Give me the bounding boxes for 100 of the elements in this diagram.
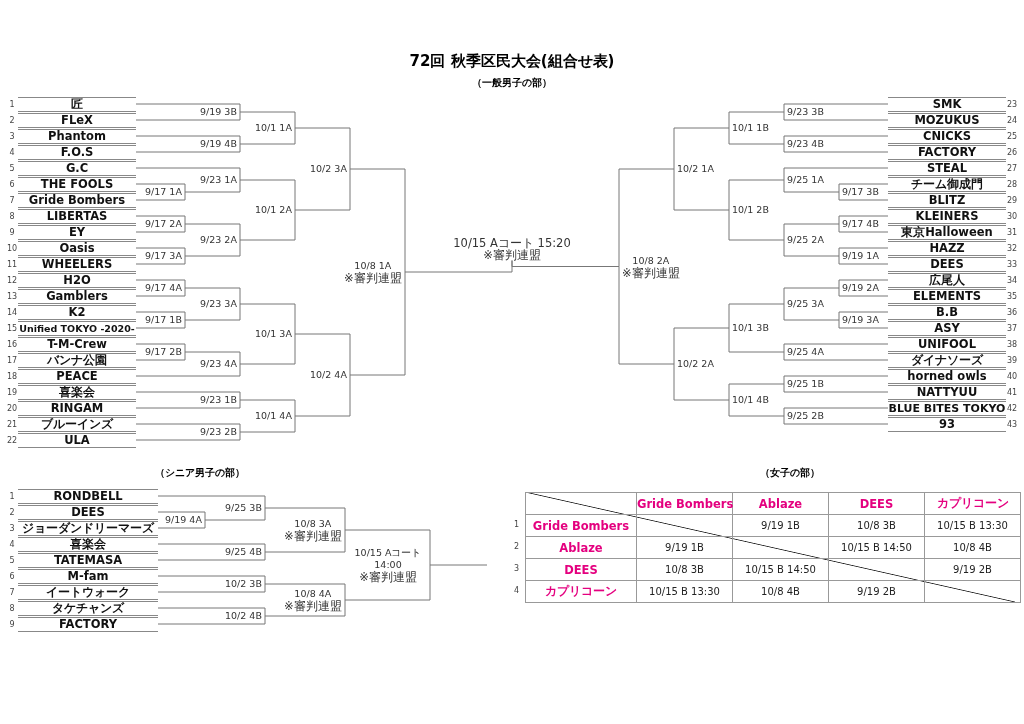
bracket-line	[239, 303, 296, 335]
seed-number: 15	[6, 323, 18, 333]
row-number: 3	[514, 564, 520, 573]
bracket-line	[184, 239, 241, 257]
seed-number: 4	[8, 539, 16, 549]
bracket-line	[239, 179, 296, 211]
seed-number: 12	[6, 275, 18, 285]
bracket-line	[783, 375, 889, 385]
seed-number: 11	[6, 259, 18, 269]
bracket-line	[184, 351, 241, 365]
bracket-line	[157, 519, 206, 529]
bracket-line	[838, 215, 889, 225]
seed-number: 17	[6, 355, 18, 365]
seed-number: 39	[1006, 355, 1018, 365]
seed-number: 8	[8, 603, 16, 613]
bracket-line	[783, 351, 889, 361]
match-label: 9/17 3A	[145, 250, 182, 262]
match-label: 9/23 3A	[200, 298, 237, 310]
seed-number: 43	[1006, 419, 1018, 429]
bracket-line	[783, 287, 840, 305]
bracket-line	[783, 303, 840, 321]
seed-number: 21	[6, 419, 18, 429]
table-cell: 10/8 3B	[828, 514, 925, 537]
team-header-cell: Gride Bombers	[525, 514, 637, 537]
referee-note: ※審判連盟	[284, 530, 342, 542]
team-name-plate: Oasis	[18, 240, 136, 256]
bracket-line	[135, 319, 186, 329]
match-label: 10/8 3A	[293, 518, 333, 530]
seed-number: 14	[6, 307, 18, 317]
bracket-line	[294, 168, 351, 211]
bracket-line	[264, 583, 346, 601]
team-header-cell: DEES	[525, 558, 637, 581]
bracket-line	[135, 363, 241, 377]
match-label: 10/2 4A	[310, 369, 347, 381]
bracket-line	[157, 495, 266, 509]
team-name-plate: CNICKS	[888, 128, 1006, 144]
team-name-plate: FACTORY	[888, 144, 1006, 160]
match-label: 9/17 4A	[145, 282, 182, 294]
team-name-plate: K2	[18, 304, 136, 320]
seed-number: 42	[1006, 403, 1018, 413]
seed-number: 28	[1006, 179, 1018, 189]
bracket-line	[673, 127, 730, 170]
match-label: 9/19 1A	[842, 250, 879, 262]
match-label: 10/2 4B	[225, 610, 262, 622]
match-label: 9/23 4B	[787, 138, 824, 150]
bracket-line	[783, 239, 840, 257]
bracket-line	[135, 183, 186, 193]
seed-number: 10	[6, 243, 18, 253]
team-header-cell: Ablaze	[525, 536, 637, 559]
table-cell: 9/19 2B	[828, 580, 925, 603]
bracket-line	[783, 415, 889, 425]
team-name-plate: FACTORY	[18, 616, 158, 632]
bracket-line	[239, 111, 296, 129]
seed-number: 41	[1006, 387, 1018, 397]
match-label: 10/15 Aコート 15:20	[452, 236, 572, 249]
bracket-line	[184, 223, 241, 241]
team-name-plate: Gamblers	[18, 288, 136, 304]
bracket-line	[673, 168, 730, 211]
seed-number: 1	[8, 491, 16, 501]
seed-number: 22	[6, 435, 18, 445]
bracket-line	[344, 529, 431, 566]
match-label: 10/1 4A	[255, 410, 292, 422]
match-label: 10/8 4A	[293, 588, 333, 600]
match-label: 9/25 2A	[787, 234, 824, 246]
match-label: 10/2 2A	[677, 358, 714, 370]
bracket-line	[728, 383, 785, 401]
seed-number: 23	[1006, 99, 1018, 109]
team-header-cell: Gride Bombers	[636, 492, 733, 515]
bracket-line	[135, 247, 186, 257]
bracket-line	[783, 111, 889, 121]
match-label: 9/23 3B	[787, 106, 824, 118]
seed-number: 5	[8, 555, 16, 565]
bracket-line	[239, 415, 296, 433]
match-label: 9/25 3A	[787, 298, 824, 310]
bracket-line	[157, 543, 266, 553]
table-cell: 10/8 4B	[732, 580, 829, 603]
team-name-plate: TATEMASA	[18, 552, 158, 568]
seed-number: 37	[1006, 323, 1018, 333]
match-label: 10/1 1B	[732, 122, 769, 134]
bracket-line	[349, 271, 406, 376]
referee-note: ※審判連盟	[622, 266, 680, 279]
title: 72回 秋季区民大会(組合せ表)	[408, 52, 616, 71]
seed-number: 8	[8, 211, 16, 221]
team-name-plate: B.B	[888, 304, 1006, 320]
match-label: 9/19 4A	[165, 514, 202, 526]
seed-number: 18	[6, 371, 18, 381]
team-name-plate: STEAL	[888, 160, 1006, 176]
bracket-line	[728, 303, 785, 329]
bracket-line	[429, 564, 488, 566]
referee-note: ※審判連盟	[483, 248, 542, 261]
team-name-plate: THE FOOLS	[18, 176, 136, 192]
seed-number: 16	[6, 339, 18, 349]
team-name-plate: チーム御成門	[888, 176, 1006, 192]
team-name-plate: UNIFOOL	[888, 336, 1006, 352]
team-name-plate: horned owls	[888, 368, 1006, 384]
bracket-line	[135, 223, 186, 233]
table-cell: 9/19 2B	[924, 558, 1021, 581]
team-name-plate: KLEINERS	[888, 208, 1006, 224]
team-name-plate: タケチャンズ	[18, 600, 158, 616]
match-label: 9/25 1B	[787, 378, 824, 390]
